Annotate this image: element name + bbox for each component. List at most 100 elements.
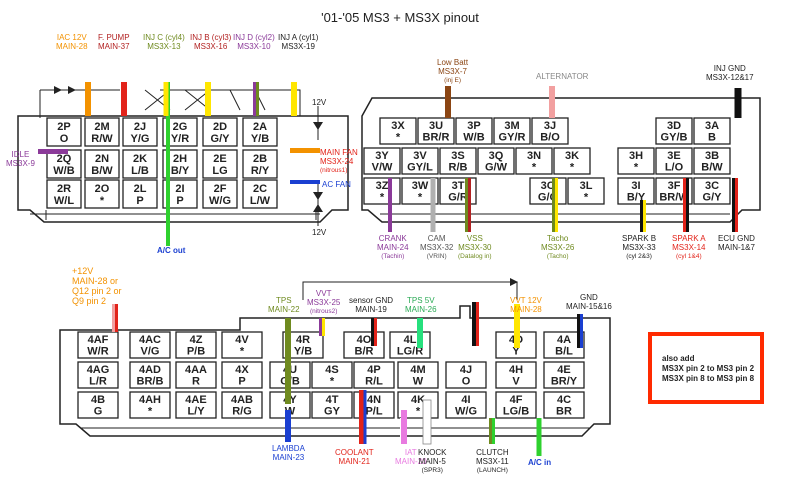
main-fan-wire (290, 148, 320, 153)
inj-c-label: INJ C (cyl4)MS3X-13 (143, 33, 185, 51)
pin-cell (122, 179, 158, 209)
pin-wire-color: Y (512, 345, 520, 357)
pin-number: 4P (367, 364, 380, 376)
plus-12v-wire (112, 304, 115, 332)
tacho-wire (552, 178, 555, 232)
pin-number: 2R (57, 183, 71, 195)
pin-cell (389, 331, 431, 359)
inj-a-label: INJ A (cyl1)MS3X-19 (278, 33, 319, 51)
pin-number: 2H (173, 153, 187, 165)
pin-cell (122, 117, 158, 147)
pin-wire-color: Y/R (171, 133, 189, 145)
pin-number: 4AA (185, 364, 207, 376)
pin-number: 3B (705, 150, 719, 162)
pin-wire-color: R/G (232, 405, 252, 417)
12v-label-bottom: 12V (312, 228, 327, 237)
pin-cell (77, 331, 119, 359)
pin-wire-color: R/W (91, 133, 113, 145)
pin-cell (202, 117, 238, 147)
pin-number: 3X (391, 120, 405, 132)
pin-wire-color: V/W (372, 161, 393, 173)
pin-wire-color: P (238, 375, 245, 387)
pin-wire-color: * (570, 161, 575, 173)
pin-wire-color: LG (212, 165, 227, 177)
ac-in-label: A/C in (528, 458, 552, 467)
tacho-wire (555, 178, 558, 232)
pin-wire-color: B/L (555, 345, 573, 357)
pin-number: 4F (510, 394, 523, 406)
pin-number: 4V (235, 334, 249, 346)
pin-cell (202, 179, 238, 209)
pin-number: 4AH (139, 394, 161, 406)
pin-wire-color: BR (556, 405, 572, 417)
pin-cell (129, 361, 171, 389)
vss-wire (465, 178, 468, 232)
tps-wire (285, 318, 291, 404)
pin-wire-color: G/Y (211, 133, 231, 145)
pin-cell (529, 177, 567, 205)
pin-wire-color: P/L (365, 405, 382, 417)
pin-wire-color: L/R (89, 375, 107, 387)
inj-a-wire (291, 82, 297, 116)
pin-cell (495, 391, 537, 419)
pin-number: 2L (134, 183, 147, 195)
pin-number: 2O (95, 183, 110, 195)
ac-out-wire (166, 82, 170, 246)
pin-wire-color: W/B (463, 131, 484, 143)
pin-wire-color: Y/G (131, 133, 150, 145)
pin-wire-color: Y/B (294, 345, 312, 357)
pin-number: 2A (253, 121, 267, 133)
pin-wire-color: * (532, 161, 537, 173)
knock-wire (422, 399, 432, 445)
pin-cell (553, 147, 591, 175)
pin-wire-color: W/R (87, 345, 108, 357)
note-line-2: MS3X pin 2 to MS3 pin 2 (662, 364, 755, 373)
pin-cell (175, 331, 217, 359)
pin-cell (379, 117, 417, 145)
inj-b-label: INJ B (cyl3)MS3X-16 (190, 33, 232, 51)
pin-cell (343, 331, 385, 359)
diode-symbol (313, 122, 323, 130)
pin-number: 4Z (190, 334, 203, 346)
pin-cell (84, 149, 120, 179)
spark-a-wire (683, 178, 686, 232)
pin-number: 3F (668, 180, 681, 192)
pin-cell (401, 147, 439, 175)
cam-wire (430, 178, 436, 232)
pin-wire-color: G (94, 405, 103, 417)
knock-wire (423, 400, 431, 444)
fuel-pump-wire (121, 82, 127, 116)
pin-number: 2C (253, 183, 267, 195)
pin-wire-color: LG/R (397, 345, 423, 357)
clutch-wire (492, 418, 495, 444)
pin-cell (77, 391, 119, 419)
pin-cell (455, 117, 493, 145)
inj-c-wire (163, 82, 169, 116)
pin-number: 2K (133, 153, 147, 165)
pin-wire-color: V (512, 375, 520, 387)
pin-number: 4AB (231, 394, 253, 406)
pin-cell (543, 361, 585, 389)
alternator-wire (549, 86, 555, 118)
pin-wire-color: * (418, 191, 423, 203)
pin-number: 4AC (139, 334, 161, 346)
pin-number: 2B (253, 153, 267, 165)
pin-wire-color: W/B (53, 165, 74, 177)
pin-wire-color: * (584, 191, 589, 203)
pin-number: 4I (461, 394, 470, 406)
pin-wire-color: LG/B (503, 405, 529, 417)
pin-cell (617, 177, 655, 205)
pin-number: 4T (326, 394, 339, 406)
pin-wire-color: P (136, 195, 143, 207)
ac-in-wire (536, 418, 542, 456)
pin-number: 3M (504, 120, 519, 132)
pin-number: 4L (404, 334, 417, 346)
connector-1-crossing (229, 89, 266, 111)
